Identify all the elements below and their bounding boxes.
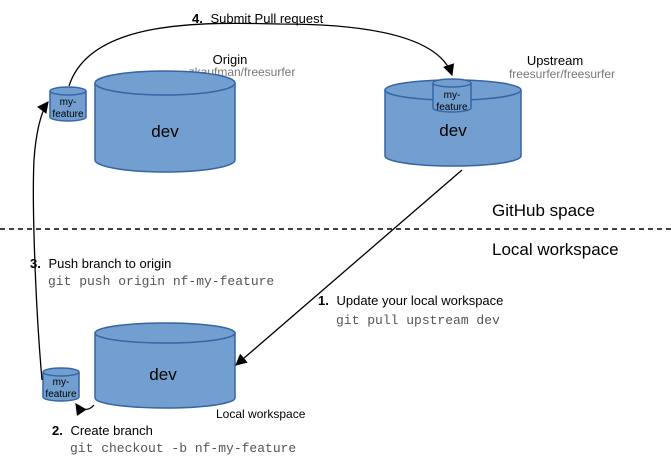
- step-3-number: 3.: [30, 256, 41, 271]
- step-1-command: git pull upstream dev: [336, 313, 500, 328]
- origin-branch-label-2: feature: [52, 109, 84, 120]
- local-workspace-label: Local workspace: [492, 240, 619, 259]
- upstream-title: Upstream: [527, 53, 583, 68]
- arrow-create-branch: [75, 403, 95, 417]
- arrow-update-local: [235, 169, 463, 366]
- step-2-command: git checkout -b nf-my-feature: [70, 441, 296, 456]
- github-space-label: GitHub space: [492, 201, 595, 220]
- local-branch-cylinder: my- feature: [42, 367, 80, 402]
- origin-branch-cylinder: my- feature: [49, 86, 87, 122]
- upstream-branch-label-1: my-: [444, 90, 461, 101]
- step-1: 1. Update your local workspace git pull …: [318, 293, 503, 328]
- step-2: 2. Create branch git checkout -b nf-my-f…: [52, 423, 296, 456]
- step-3: 3. Push branch to origin git push origin…: [30, 256, 274, 289]
- local-branch-label-2: feature: [45, 389, 77, 400]
- step-1-text: Update your local workspace: [336, 293, 503, 308]
- origin-title: Origin: [213, 52, 248, 67]
- step-2-text: Create branch: [70, 423, 152, 438]
- step-3-command: git push origin nf-my-feature: [48, 274, 274, 289]
- local-repo: dev Local workspace my- feature: [42, 322, 306, 421]
- svg-text:3. Push branch to origin: 3. Push branch to origin: [30, 256, 171, 271]
- local-dev-cylinder: dev: [94, 322, 236, 409]
- local-title: Local workspace: [216, 407, 306, 421]
- upstream-dev-label: dev: [439, 121, 467, 140]
- local-dev-label: dev: [149, 365, 177, 384]
- upstream-repo: Upstream freesurfer/freesurfer dev my- f…: [384, 53, 615, 167]
- upstream-branch-label-2: feature: [436, 102, 468, 113]
- step-4-number: 4.: [192, 11, 203, 26]
- step-3-text: Push branch to origin: [48, 256, 171, 271]
- upstream-dev-cylinder: dev: [384, 79, 522, 167]
- local-branch-label-1: my-: [53, 377, 70, 388]
- step-4: 4. Submit Pull request: [192, 11, 324, 26]
- upstream-branch-cylinder: my- feature: [432, 78, 472, 113]
- origin-branch-label-1: my-: [60, 97, 77, 108]
- svg-text:1. Update your local wor: 1. Update your local workspace: [318, 293, 503, 308]
- svg-text:2. Create branch: 2. Create branch: [52, 423, 153, 438]
- arrow-submit-pull-request: [68, 22, 455, 87]
- arrow-push-to-origin: [32, 101, 49, 381]
- origin-repo: Origin zkaufman/freesurfer dev my- featu…: [49, 52, 295, 173]
- upstream-repo-name: freesurfer/freesurfer: [509, 67, 615, 81]
- step-4-text: Submit Pull request: [210, 11, 323, 26]
- origin-dev-cylinder: dev: [94, 70, 236, 173]
- origin-dev-label: dev: [151, 122, 179, 141]
- svg-text:4. Submit Pull request: 4. Submit Pull request: [192, 11, 324, 26]
- step-2-number: 2.: [52, 423, 63, 438]
- step-1-number: 1.: [318, 293, 329, 308]
